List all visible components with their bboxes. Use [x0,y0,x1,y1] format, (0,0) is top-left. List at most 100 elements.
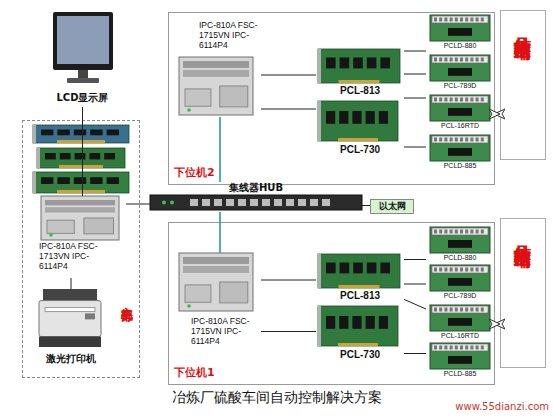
chip [89,153,100,159]
terminal-screw [439,18,442,22]
terminal-screw [470,230,473,234]
terminal-screw [455,18,458,22]
hub-port [214,199,222,206]
terminal-screw [465,268,468,272]
terminal-board: PCL-789D [426,265,494,303]
edge-connector [57,190,105,193]
chip [367,58,377,69]
terminal-screw [444,308,447,312]
terminal-screw [476,138,479,142]
terminal-strip [432,228,488,235]
terminal-strip [432,344,488,351]
chip [366,316,375,329]
terminal-screw [450,308,453,312]
monitor-screen [57,16,109,64]
front-door [220,282,248,303]
connection-line [261,75,316,76]
terminal-screw [470,18,473,22]
terminal-screw [450,138,453,142]
node-label: LCD显示屏 [45,92,120,104]
terminal-board-pcb [430,95,490,121]
chip [366,111,375,124]
terminal-screw [434,346,437,350]
chip [380,58,390,69]
terminal-screw [476,58,479,62]
io-card: PCL-813 [316,254,404,306]
node-label: IPC-810A FSC-1715VN IPC-6114P4 [199,21,265,50]
boards-illustration [33,125,129,193]
circuit-board [37,148,125,168]
chip [448,240,472,248]
hub-led [162,201,166,205]
chip [353,58,363,69]
node-label: 下位机2 [174,167,215,180]
monitor-base [67,78,99,83]
terminal-board-pcb [430,265,490,291]
chip [448,356,472,364]
terminal-illustration [430,95,490,121]
edge-connector [59,165,103,168]
terminal-screw [444,98,447,102]
paper-slot [45,308,95,312]
drive-bay [183,70,249,77]
terminal-screw [434,138,437,142]
terminal-screw [470,346,473,350]
connection-line [219,117,221,182]
chip [339,111,348,124]
chip [340,263,350,274]
monitor-stand [78,70,88,78]
edge-connector [338,138,378,141]
terminal-screw [465,18,468,22]
terminal-screw [460,268,463,272]
terminal-board-pcb [430,15,490,41]
hub-port [226,199,234,206]
terminal-board: PCL-789D [426,55,494,93]
ipc-chassis [41,196,119,240]
watermark: www.55dianzi.com [455,401,549,412]
drive-bay [45,207,115,212]
terminal-screw [470,58,473,62]
chip [379,111,388,124]
node-label: PCL-16RTD [426,122,494,130]
connection-line [404,74,426,75]
terminal-screw [434,18,437,22]
terminal-screw [450,98,453,102]
lcd-monitor: LCD显示屏 [45,12,120,107]
chip [90,177,102,184]
ethernet-tag: 以太网 [370,199,414,214]
chip [448,68,472,76]
terminal-screw [455,138,458,142]
hub-led [170,201,174,205]
chip [104,153,115,159]
signal-port-box: 信号输入输出端 [500,10,546,160]
board-bracket [37,148,40,168]
terminal-screw [444,58,447,62]
printer-top [43,289,97,302]
terminal-strip [432,266,488,273]
drive-bay [183,266,249,273]
terminal-screw [481,98,484,102]
connection-line [404,51,426,52]
terminal-strip [432,16,488,23]
board-illustration [318,49,400,83]
node-label: 集线器HUB [150,182,362,194]
terminal-screw [434,308,437,312]
connection-line [126,204,150,205]
board-illustration [318,254,400,288]
terminal-screw [481,308,484,312]
terminal-screw [439,308,442,312]
terminal-screw [481,346,484,350]
chip [107,177,119,184]
chip [352,316,361,329]
terminal-illustration [430,135,490,161]
chip [448,108,472,116]
slave-group: IPC-810A FSC-1715VN IPC-6114P4PCL-813PCL… [168,12,495,185]
pc-illustration [41,196,119,240]
slave-group: IPC-810A FSC-1715VN IPC-6114P4PCL-813PCL… [168,222,495,385]
terminal-board: PCLD-880 [426,15,494,53]
drive-bay [183,257,249,264]
terminal-board: PCLD-880 [426,227,494,265]
connection-line [404,259,426,260]
front-door [220,86,248,107]
